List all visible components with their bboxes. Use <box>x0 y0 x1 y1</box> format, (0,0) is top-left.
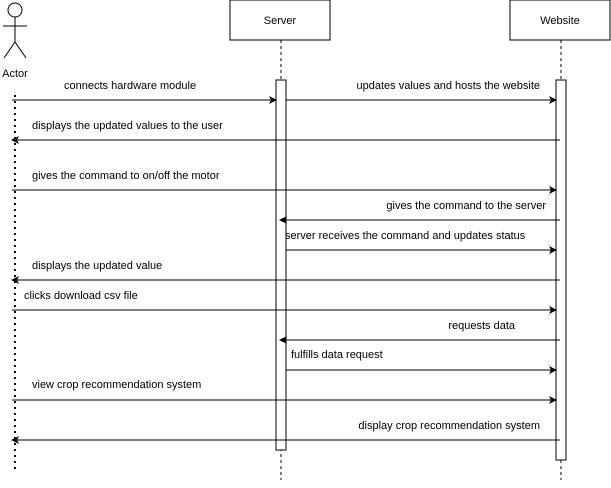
website-activation <box>555 79 567 461</box>
message-6-label: server receives the command and updates … <box>285 230 526 242</box>
message-4-label: gives the command to on/off the motor <box>32 170 220 182</box>
message-7: displays the updated value <box>11 260 560 284</box>
message-10: fulfills data request <box>286 349 557 374</box>
message-5: gives the command to the server <box>279 200 560 224</box>
actor-icon <box>3 2 27 59</box>
actor-label: Actor <box>2 68 28 80</box>
message-5-label: gives the command to the server <box>386 200 546 212</box>
server-activation <box>275 79 287 451</box>
message-6: server receives the command and updates … <box>285 230 557 254</box>
website-box <box>509 0 611 41</box>
message-10-label: fulfills data request <box>291 349 383 361</box>
message-12-label: display crop recommendation system <box>358 420 540 432</box>
server-label: Server <box>264 15 297 27</box>
message-9-label: requests data <box>448 320 516 332</box>
message-4: gives the command to on/off the motor <box>12 170 557 194</box>
message-1-label: connects hardware module <box>64 80 196 92</box>
message-8: clicks download csv file <box>12 290 557 314</box>
message-7-label: displays the updated value <box>32 260 162 272</box>
message-11-label: view crop recommendation system <box>32 379 201 391</box>
message-11: view crop recommendation system <box>12 379 557 404</box>
message-9: requests data <box>279 320 560 344</box>
message-1: connects hardware module <box>12 80 277 104</box>
message-12: display crop recommendation system <box>11 420 560 444</box>
message-8-label: clicks download csv file <box>24 290 138 302</box>
message-3-label: displays the updated values to the user <box>32 120 223 132</box>
server-box <box>229 0 331 41</box>
message-2-label: updates values and hosts the website <box>357 80 540 92</box>
message-3: displays the updated values to the user <box>11 120 560 144</box>
message-2: updates values and hosts the website <box>286 80 557 104</box>
website-label: Website <box>540 15 580 27</box>
